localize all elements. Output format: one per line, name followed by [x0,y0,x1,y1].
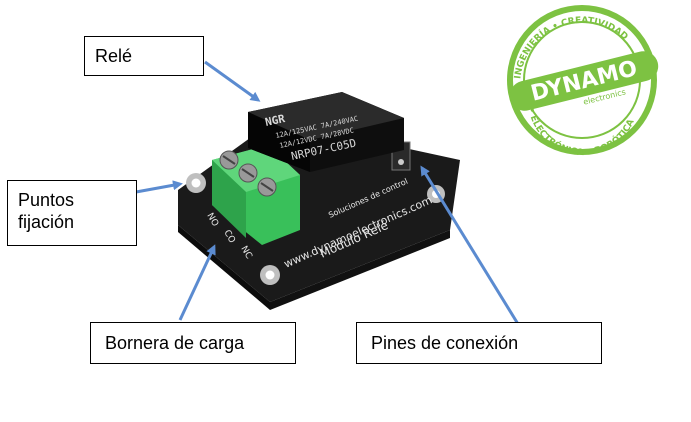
relay-component: NGR 12A/125VAC 7A/240VAC 12A/12VDC 7A/28… [248,92,404,172]
label-pines-text: Pines de conexión [371,333,519,353]
label-pines-conexion: Pines de conexión [356,322,602,364]
label-puntos-line1: Puntos [18,190,75,210]
arrow-rele [204,60,261,102]
label-puntos-line2: fijación [18,212,75,232]
arrow-bornera [178,244,216,321]
dynamo-logo: INGENIERÍA • CREATIVIDAD • ELECTRÓNICA •… [507,5,659,158]
callout-arrows [135,60,520,325]
label-rele: Relé [84,36,204,76]
relay-brand: NGR [264,112,287,129]
arrow-pines [420,165,520,325]
label-bornera-carga: Bornera de carga [90,322,296,364]
label-bornera-text: Bornera de carga [105,333,245,353]
label-rele-text: Relé [95,46,133,66]
label-puntos-fijacion: Puntos fijación [7,180,137,246]
arrow-puntos [135,180,183,194]
terminal-block [212,145,300,245]
